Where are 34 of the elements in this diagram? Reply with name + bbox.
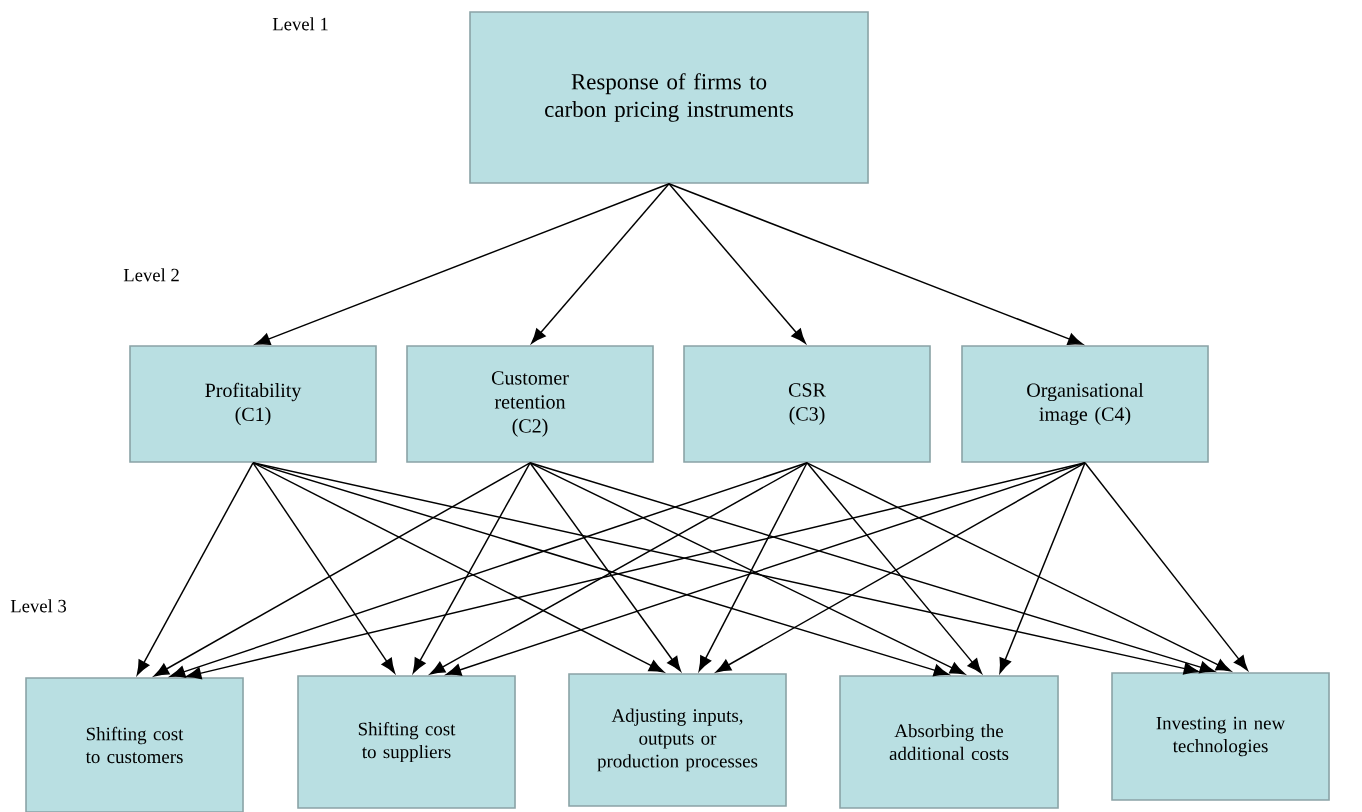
arrow — [429, 462, 808, 675]
arrow — [668, 183, 806, 344]
arrow — [529, 462, 966, 675]
arrow — [446, 462, 1086, 676]
arrow — [1084, 462, 1248, 671]
concept-box: Adjusting inputs, outputs or production processes — [568, 673, 787, 807]
concept-box: Absorbing the additional costs — [839, 675, 1059, 809]
arrow — [255, 183, 670, 345]
arrow — [529, 462, 1215, 674]
concept-box: Profitability (C1) — [129, 345, 377, 463]
arrow — [136, 462, 254, 676]
level-label: Level 2 — [123, 268, 179, 282]
arrow — [668, 183, 1083, 345]
arrow — [806, 462, 982, 674]
concept-box: Organisational image (C4) — [961, 345, 1209, 463]
arrow — [252, 462, 1199, 675]
concept-box: Shifting cost to suppliers — [297, 675, 516, 809]
level-label: Level 1 — [272, 17, 328, 31]
arrow — [252, 462, 665, 673]
concept-box: Shifting cost to customers — [25, 677, 244, 812]
level-label: Level 3 — [10, 599, 67, 613]
concept-box: Customer retention (C2) — [406, 345, 654, 463]
arrow — [531, 183, 670, 344]
arrow — [806, 462, 1232, 672]
concept-box: Investing in new technologies — [1111, 672, 1330, 801]
arrow — [999, 462, 1086, 674]
arrow — [715, 462, 1086, 673]
concept-box: CSR (C3) — [683, 345, 931, 463]
arrow — [698, 462, 808, 672]
arrow — [529, 462, 681, 672]
arrow — [412, 462, 531, 674]
arrow — [252, 462, 396, 674]
arrow — [153, 462, 531, 677]
concept-box: Response of firms to carbon pricing instruments — [469, 11, 869, 184]
